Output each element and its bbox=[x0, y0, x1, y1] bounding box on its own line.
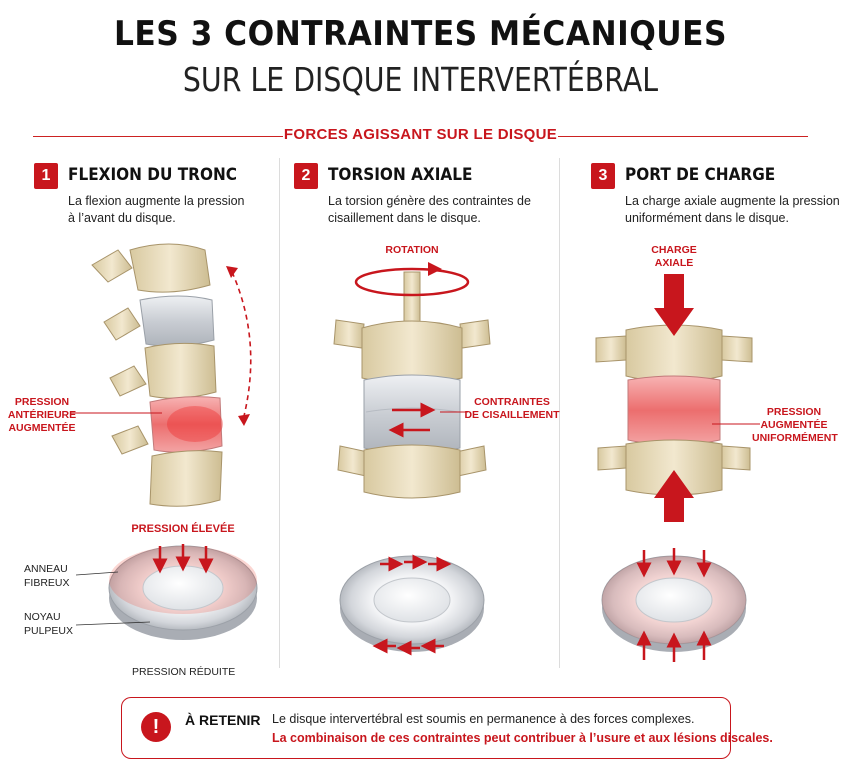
load-disc-top-view bbox=[601, 548, 747, 662]
annulus-label-line2: FIBREUX bbox=[24, 577, 70, 589]
section-divider-right bbox=[558, 136, 808, 137]
column-number-badge-2: 2 bbox=[294, 163, 318, 189]
uniform-pressure-label: PRESSION AUGMENTÉE UNIFORMÉMENT bbox=[752, 406, 838, 445]
key-takeaway-box bbox=[121, 697, 731, 759]
shear-stress-label-line1: CONTRAINTES bbox=[474, 396, 550, 408]
section-label: FORCES AGISSANT SUR LE DISQUE bbox=[283, 126, 558, 143]
column-description-1-line2: à l’avant du disque. bbox=[68, 211, 176, 225]
torsion-spine-illustration bbox=[333, 271, 491, 499]
anterior-pressure-label: PRESSION ANTÉRIEURE AUGMENTÉE bbox=[6, 396, 78, 435]
flexed-spine-illustration bbox=[91, 243, 223, 507]
column-description-1: La flexion augmente la pression à l’avan… bbox=[68, 193, 288, 227]
annulus-label: ANNEAU FIBREUX bbox=[24, 562, 70, 590]
low-pressure-label: PRESSION RÉDUITE bbox=[132, 666, 236, 678]
shear-stress-label: CONTRAINTES DE CISAILLEMENT bbox=[462, 396, 562, 422]
anterior-pressure-label-line3: AUGMENTÉE bbox=[8, 422, 76, 434]
anterior-pressure-label-line1: PRESSION bbox=[14, 396, 70, 408]
key-takeaway-heading: À RETENIR bbox=[185, 712, 261, 728]
column-separator-1 bbox=[279, 158, 280, 668]
flexion-arrowhead-top bbox=[226, 266, 238, 278]
column-description-3: La charge axiale augmente la pression un… bbox=[625, 193, 841, 227]
column-description-2-line2: cisaillement dans le disque. bbox=[328, 211, 481, 225]
key-takeaway-text: Le disque intervertébral est soumis en p… bbox=[272, 712, 695, 726]
column-description-3-line1: La charge axiale augmente la pression bbox=[625, 194, 840, 208]
column-description-2-line1: La torsion génère des contraintes de bbox=[328, 194, 531, 208]
column-description-2: La torsion génère des contraintes de cis… bbox=[328, 193, 548, 227]
torsion-disc-top-view bbox=[339, 554, 485, 656]
column-number-badge-1: 1 bbox=[34, 163, 58, 189]
key-takeaway-highlight: La combinaison de ces contraintes peut c… bbox=[272, 731, 773, 745]
nucleus-label: NOYAU PULPEUX bbox=[24, 610, 73, 638]
load-arrow-up bbox=[654, 470, 694, 522]
column-heading-3: PORT DE CHARGE bbox=[625, 165, 776, 185]
column-separator-2 bbox=[559, 158, 560, 668]
flexion-disc-top-view bbox=[108, 544, 258, 640]
column-number-badge-3: 3 bbox=[591, 163, 615, 189]
rotation-arrowhead bbox=[428, 262, 442, 276]
column-heading-2: TORSION AXIALE bbox=[328, 165, 473, 185]
axial-load-label: CHARGE AXIALE bbox=[640, 244, 708, 270]
annulus-label-line1: ANNEAU bbox=[24, 563, 68, 575]
load-arrow-down bbox=[654, 274, 694, 336]
uniform-pressure-label-line2: AUGMENTÉE bbox=[760, 419, 828, 431]
rotation-label: ROTATION bbox=[385, 244, 439, 256]
rotation-arrow bbox=[354, 267, 470, 297]
alert-icon: ! bbox=[141, 712, 171, 742]
anterior-pressure-label-line2: ANTÉRIEURE bbox=[7, 409, 77, 421]
flexion-arrowhead-bottom bbox=[238, 414, 250, 426]
shear-stress-label-line2: DE CISAILLEMENT bbox=[464, 409, 560, 421]
column-description-3-line2: uniformément dans le disque. bbox=[625, 211, 789, 225]
page-title: LES 3 CONTRAINTES MÉCANIQUES bbox=[114, 14, 727, 54]
column-heading-1: FLEXION DU TRONC bbox=[68, 165, 237, 185]
flexion-curve-arrow bbox=[231, 271, 252, 417]
page-subtitle: SUR LE DISQUE INTERVERTÉBRAL bbox=[182, 60, 659, 99]
high-pressure-label: PRESSION ÉLEVÉE bbox=[131, 523, 235, 535]
uniform-pressure-label-line1: PRESSION bbox=[766, 406, 822, 418]
nucleus-label-line1: NOYAU bbox=[24, 611, 61, 623]
nucleus-label-line2: PULPEUX bbox=[24, 625, 74, 637]
section-divider-left bbox=[33, 136, 283, 137]
nucleus-leader bbox=[75, 621, 151, 626]
axial-load-label-line1: CHARGE bbox=[651, 244, 697, 256]
annulus-leader bbox=[75, 571, 119, 576]
column-description-1-line1: La flexion augmente la pression bbox=[68, 194, 245, 208]
axial-load-label-line2: AXIALE bbox=[654, 257, 694, 269]
uniform-pressure-label-line3: UNIFORMÉMENT bbox=[752, 432, 838, 444]
load-spine-illustration bbox=[595, 324, 753, 496]
